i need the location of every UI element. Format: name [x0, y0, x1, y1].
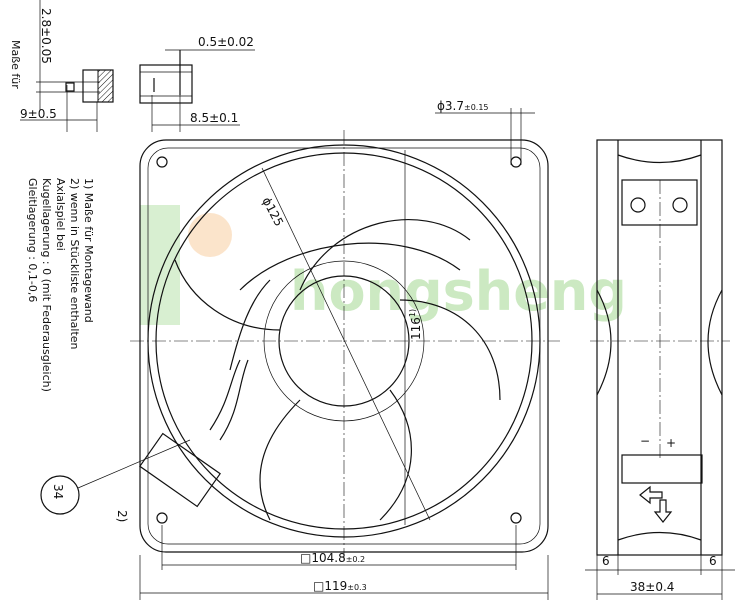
- note-1: 1) Maße für Montagewand: [82, 178, 95, 323]
- note-2: 2) wenn in Stückliste enthalten: [68, 178, 81, 350]
- flange-left-dim: 6: [602, 554, 610, 568]
- hole-diameter-dim: ϕ3.7: [437, 99, 464, 113]
- pin-length-dim: 9±0.5: [20, 107, 57, 121]
- tab-position-dim: 8.5±0.1: [190, 111, 238, 125]
- svg-text:ϕ3.7±0.15: ϕ3.7±0.15: [437, 99, 489, 113]
- depth-dim: 38±0.4: [630, 580, 674, 594]
- watermark-text: hongsheng: [290, 260, 627, 323]
- side-view: − + 6 6 38±0.4: [585, 139, 735, 600]
- plus-symbol: +: [666, 436, 676, 450]
- svg-text:□104.8±0.2: □104.8±0.2: [300, 551, 365, 565]
- callout-note: 2): [115, 510, 129, 522]
- callout-number: 34: [51, 484, 65, 499]
- partial-label: Maße für: [9, 40, 22, 89]
- svg-text:1161): 1161): [408, 309, 423, 340]
- note-5: Gleitlagerung : 0,1-0,6: [26, 178, 39, 302]
- hole-spacing-v-note: 1): [408, 309, 417, 317]
- minus-symbol: −: [640, 434, 650, 448]
- frame-size-tol: ±0.3: [347, 583, 366, 592]
- flange-right-dim: 6: [709, 554, 717, 568]
- hole-spacing-h-tol: ±0.2: [346, 555, 365, 564]
- hole-spacing-h-dim: 104.8: [311, 551, 345, 565]
- note-4: Kugellagerung : 0 (mit Federausgleich): [40, 178, 53, 392]
- pin-height-dim: 2.8±0.05: [39, 8, 53, 64]
- fan-diameter-dim: ϕ125: [259, 195, 286, 229]
- notes: 1) Maße für Montagewand 2) wenn in Stück…: [26, 178, 95, 392]
- frame-size-dim: 119: [324, 579, 347, 593]
- connector-detail: 9±0.5 2.8±0.05 Maße für 0.5±0.02 8.5±0.1: [9, 0, 255, 132]
- svg-text:□119±0.3: □119±0.3: [313, 579, 367, 593]
- hole-diameter-tol: ±0.15: [464, 103, 489, 112]
- hole-spacing-v-dim: 116: [409, 317, 423, 340]
- tab-thickness-dim: 0.5±0.02: [198, 35, 254, 49]
- note-3: Axialspiel bei: [54, 178, 67, 251]
- front-view: ϕ125 1161) ϕ3.7±0.15 □104.8±0.2 □119±0.3…: [40, 99, 560, 600]
- watermark-logo: hongsheng: [140, 205, 627, 325]
